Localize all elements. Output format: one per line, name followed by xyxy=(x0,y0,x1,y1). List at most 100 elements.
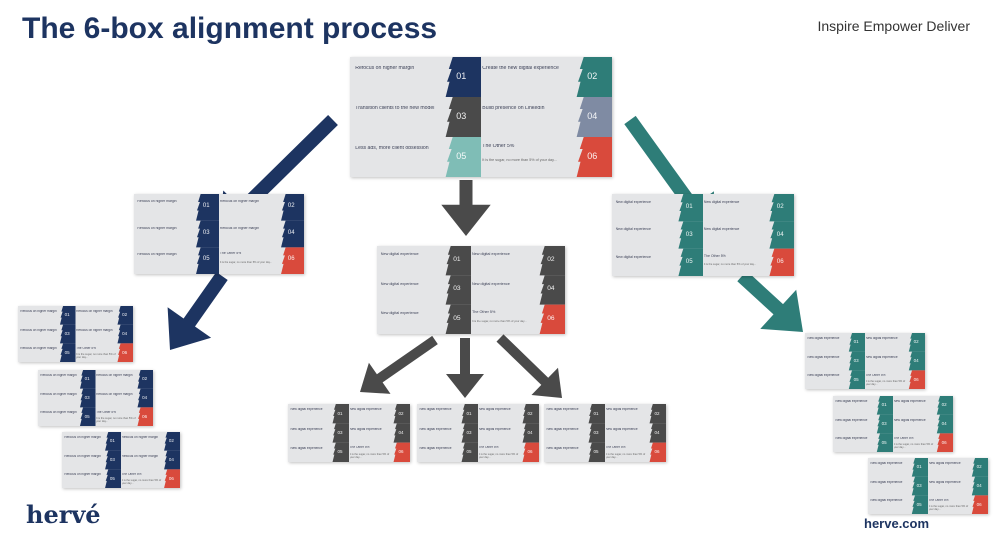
box-footnote: It is the sugar, no more than 5% of your… xyxy=(478,452,519,459)
box-number: 01 xyxy=(337,410,343,416)
arrow-to-gray-tier xyxy=(441,180,491,236)
box-number: 01 xyxy=(202,203,210,210)
box-label: The Other 5% xyxy=(928,498,949,502)
box-tile-06 xyxy=(576,137,612,177)
box-tile-02 xyxy=(649,404,666,424)
box-tile-01 xyxy=(848,333,865,352)
herve-logo: hervé xyxy=(26,500,101,529)
box-number: 04 xyxy=(287,229,295,236)
box-number: 02 xyxy=(122,312,128,318)
box-number: 03 xyxy=(64,331,70,336)
box-footnote: It is the sugar, no more than 5% of your… xyxy=(471,319,527,323)
box-number: 05 xyxy=(593,449,599,455)
box-label: Refocus on higher margin xyxy=(137,226,177,230)
arrow-to-gray-middle xyxy=(446,338,484,398)
box-number: 01 xyxy=(456,70,467,81)
box-number: 04 xyxy=(654,429,660,435)
box-number: 01 xyxy=(881,402,887,408)
box-tile-06 xyxy=(117,343,133,362)
box-label: New digital experience xyxy=(380,252,419,257)
box-tile-06 xyxy=(164,469,180,488)
box-tile-01 xyxy=(876,396,893,415)
box-number: 02 xyxy=(776,203,784,211)
box-tile-01 xyxy=(588,404,605,424)
box-label: The Other 5% xyxy=(482,144,515,150)
box-number: 03 xyxy=(916,483,922,488)
box-label: New digital experience xyxy=(615,227,651,232)
box-number: 06 xyxy=(527,449,533,455)
box-tile-05 xyxy=(678,248,703,276)
box-label: New digital experience xyxy=(615,254,651,259)
box-label: Refocus on higher margin xyxy=(76,328,113,332)
box-tile-06 xyxy=(971,495,988,514)
box-number: 05 xyxy=(337,449,343,455)
box-number: 05 xyxy=(453,314,461,322)
box-tile-04 xyxy=(281,220,304,248)
arrow-to-navy-column xyxy=(167,272,228,350)
box-tile-02 xyxy=(117,306,133,325)
box-label: New digital experience xyxy=(928,462,961,466)
box-tile-02 xyxy=(908,333,925,352)
box-number: 01 xyxy=(685,203,693,211)
box-number: 03 xyxy=(466,429,472,435)
box-number: 01 xyxy=(593,410,599,416)
box-number: 06 xyxy=(398,449,404,455)
box-tile-06 xyxy=(769,248,794,276)
box-label: New digital experience xyxy=(290,446,323,450)
box-number: 03 xyxy=(593,429,599,435)
box-label: Refocus on higher margin xyxy=(96,374,133,378)
page-title: The 6-box alignment process xyxy=(22,12,438,45)
box-label: Less ads, more client obsession xyxy=(355,145,429,151)
box-tile-03 xyxy=(876,414,893,434)
box-number: 04 xyxy=(122,331,128,336)
box-label: New digital experience xyxy=(703,200,740,204)
box-label: The Other 5% xyxy=(76,346,96,350)
box-tile-06 xyxy=(539,304,565,334)
box-tile-04 xyxy=(576,97,612,137)
box-footnote: It is the sugar, no more than 5% of your… xyxy=(219,261,272,265)
box-tile-04 xyxy=(971,476,988,496)
box-label: New digital experience xyxy=(546,427,579,431)
box-tile-02 xyxy=(393,404,410,424)
box-footnote: It is the sugar, no more than 5% of your… xyxy=(928,505,969,512)
box-tile-05 xyxy=(59,343,76,362)
box-tile-03 xyxy=(588,423,605,443)
box-footnote: It is the sugar, no more than 5% of your… xyxy=(96,417,136,424)
box-label: New digital experience xyxy=(290,427,323,431)
box-label: Refocus on higher margin xyxy=(76,310,113,314)
box-label: New digital experience xyxy=(615,200,651,204)
box-label: The Other 5% xyxy=(893,436,914,440)
box-footnote: It is the sugar, no more than 5% of your… xyxy=(703,262,757,266)
box-label: New digital experience xyxy=(807,337,840,341)
box-label: Refocus on higher margin xyxy=(40,392,77,396)
box-tile-05 xyxy=(461,442,478,462)
box-label: New digital experience xyxy=(419,427,452,431)
box-tile-02 xyxy=(522,404,539,424)
box-label: Refocus on higher margin xyxy=(219,226,260,230)
box-footnote: It is the sugar, no more than 5% of your… xyxy=(605,452,646,459)
box-number: 04 xyxy=(398,429,404,435)
box-tile-05 xyxy=(332,442,349,462)
box-number: 02 xyxy=(527,410,533,416)
box-label: The Other 5% xyxy=(703,253,726,258)
box-footnote: It is the sugar, no more than 5% of your… xyxy=(76,353,116,360)
box-number: 05 xyxy=(84,413,90,419)
box-label: New digital experience xyxy=(349,408,382,412)
box-number: 04 xyxy=(168,457,174,462)
box-number: 02 xyxy=(654,410,660,416)
box-tile-06 xyxy=(393,442,410,462)
box-tile-02 xyxy=(164,432,180,451)
box-number: 05 xyxy=(202,256,210,263)
box-number: 02 xyxy=(913,339,919,345)
box-number: 06 xyxy=(287,256,295,263)
website-link[interactable]: herve.com xyxy=(864,516,930,531)
box-label: Transition clients to the new model xyxy=(355,105,435,111)
box-tile-01 xyxy=(678,194,703,222)
box-number: 06 xyxy=(654,449,660,455)
